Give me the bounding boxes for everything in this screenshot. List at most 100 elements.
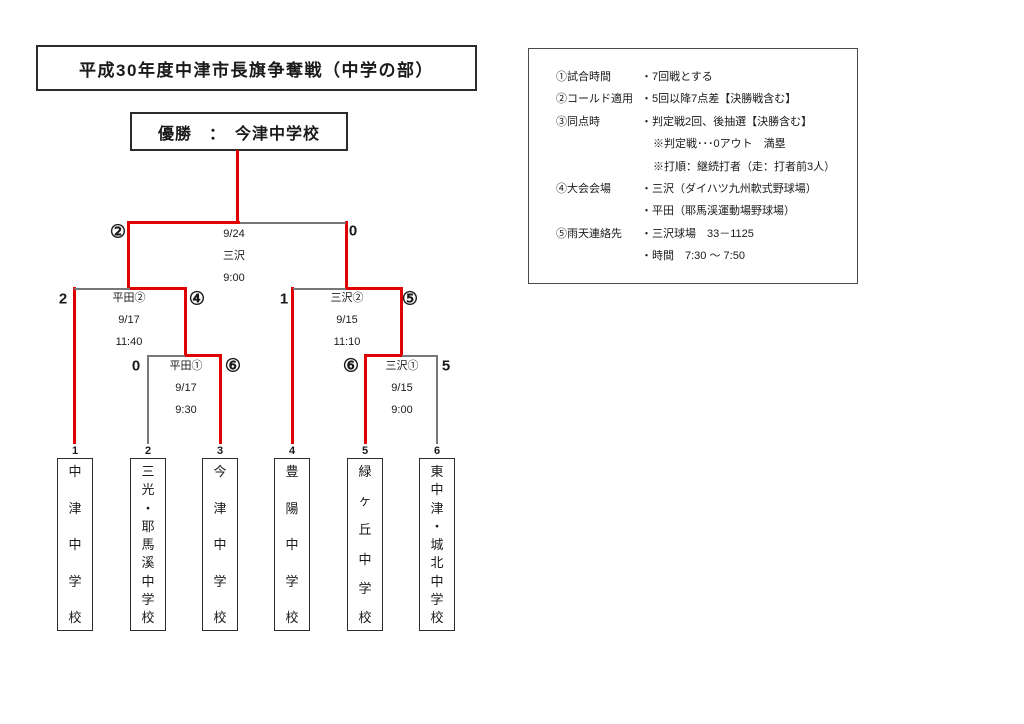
semifinal-right-info: 三沢② 9/15 11:10 — [331, 292, 364, 358]
team-name-char: 光 — [141, 482, 155, 498]
bracket-line-gray — [147, 355, 185, 357]
info-row-tiebreak-note1: ※判定戦･･･0アウト 満塁 — [556, 135, 857, 157]
team-name-char: 校 — [285, 610, 299, 625]
round1-right-left-score: ⑥ — [342, 355, 360, 376]
round1-left-date: 9/17 — [175, 382, 197, 394]
team-name-char: 城 — [430, 537, 444, 552]
team-name-char: 中 — [141, 573, 155, 589]
bracket-line-red — [400, 287, 403, 357]
bracket-line-gray — [436, 355, 438, 444]
bracket-line-red — [236, 150, 239, 223]
team-name-char: 津 — [68, 500, 82, 516]
info-label: ⑤雨天連絡先 — [556, 227, 622, 240]
final-time: 9:00 — [223, 272, 245, 284]
bracket-line-gray — [240, 222, 346, 224]
round1-right-venue-label: 三沢① — [385, 360, 419, 372]
semifinal-right-venue-label: 三沢② — [330, 292, 364, 304]
team-name-char: 校 — [213, 610, 227, 625]
semifinal-left-info: 平田② 9/17 11:40 — [113, 292, 146, 358]
final-right-score: 0 — [348, 222, 358, 240]
info-row-tiebreak: ③同点時 ・判定戦2回、後抽選【決勝含む】 — [556, 113, 857, 135]
info-text: ・平田（耶馬渓運動場野球場） — [641, 205, 795, 218]
team-name-char: 校 — [430, 610, 444, 625]
info-row-venues: ④大会会場 ・三沢（ダイハツ九州軟式野球場） — [556, 180, 857, 202]
team-name-char: 津 — [213, 500, 227, 516]
bracket-line-gray — [74, 288, 130, 290]
team-name-char: 学 — [430, 591, 444, 607]
semifinal-right-right-score: ⑤ — [401, 288, 419, 309]
team-name-char: 三 — [141, 464, 155, 479]
final-left-score: ② — [109, 221, 127, 242]
team-name-char: 耶 — [141, 518, 155, 534]
team-name-char: 中 — [430, 482, 444, 498]
round1-right-info: 三沢① 9/15 9:00 — [386, 360, 419, 426]
bracket-line-gray — [402, 355, 438, 357]
info-label: ②コールド適用 — [556, 93, 633, 106]
team-name-char: 緑 — [358, 464, 372, 479]
round1-left-venue-label: 平田① — [169, 360, 203, 372]
team-box-higashinakatsu-johoku: 東中津・城北中学校 — [419, 458, 455, 631]
round1-right-right-score: 5 — [441, 357, 451, 375]
semifinal-right-date: 9/15 — [336, 314, 358, 326]
info-label: ③同点時 — [556, 115, 600, 128]
team-name-char: 今 — [213, 464, 227, 479]
team-name-char: ヶ — [358, 493, 372, 509]
round1-right-time: 9:00 — [391, 404, 413, 416]
semifinal-right-time: 11:10 — [333, 336, 361, 348]
info-row-venues2: ・平田（耶馬渓運動場野球場） — [556, 202, 857, 224]
team-name-char: 溪 — [141, 555, 155, 571]
info-row-rain-contact: ⑤雨天連絡先 ・三沢球場 33－1125 — [556, 225, 857, 247]
team-name-char: 中 — [68, 464, 82, 479]
semifinal-right-left-score: 1 — [279, 290, 289, 308]
team-name-char: 学 — [285, 573, 299, 589]
team-box-midorigaoka: 緑ヶ丘中学校 — [347, 458, 383, 631]
team-name-char: 馬 — [141, 537, 155, 552]
info-text: ・7回戦とする — [641, 71, 713, 83]
bracket-line-gray — [147, 355, 149, 444]
team-name-char: 校 — [358, 609, 372, 625]
semifinal-left-date: 9/17 — [118, 314, 140, 326]
team-box-sanko-yabakei: 三光・耶馬溪中学校 — [130, 458, 166, 631]
team-name-char: 豊 — [285, 464, 299, 479]
team-name-char: ・ — [430, 518, 444, 534]
seed-number-4: 4 — [288, 445, 296, 457]
bracket-line-red — [184, 354, 222, 357]
round1-right-date: 9/15 — [391, 382, 413, 394]
semifinal-left-time: 11:40 — [115, 336, 143, 348]
semifinal-left-left-score: 2 — [58, 290, 68, 308]
semifinal-left-right-score: ④ — [188, 288, 206, 309]
final-match-info: 9/24 三沢 9:00 — [223, 228, 245, 294]
info-text: ・時間 7:30 ～ 7:50 — [641, 250, 745, 263]
info-text: ※打順：継続打者（走：打者前3人） — [653, 160, 836, 173]
seed-number-1: 1 — [71, 445, 79, 457]
info-label: ④大会会場 — [556, 182, 611, 195]
seed-number-3: 3 — [216, 445, 224, 457]
info-row-rain-time: ・時間 7:30 ～ 7:50 — [556, 247, 857, 269]
team-name-char: 中 — [68, 537, 82, 552]
team-name-char: 中 — [430, 573, 444, 589]
bracket-line-red — [364, 354, 403, 357]
semifinal-left-venue-label: 平田② — [112, 292, 146, 304]
round1-left-left-score: 0 — [131, 357, 141, 375]
info-text: ・判定戦2回、後抽選【決勝含む】 — [641, 115, 813, 128]
info-label: ①試合時間 — [556, 71, 611, 83]
team-box-imazu: 今津中学校 — [202, 458, 238, 631]
bracket-line-red — [127, 221, 130, 290]
champion-box: 優勝 ： 今津中学校 — [130, 112, 348, 151]
final-venue: 三沢 — [223, 250, 245, 262]
bracket-line-red — [129, 287, 187, 290]
bracket-line-red — [345, 287, 403, 290]
round1-left-time: 9:30 — [175, 404, 197, 416]
info-row-called-game: ②コールド適用 ・5回以降7点差【決勝戦含む】 — [556, 90, 857, 112]
team-name-char: 学 — [68, 573, 82, 589]
tournament-title: 平成30年度中津市長旗争奪戦（中学の部） — [79, 60, 434, 80]
tournament-title-box: 平成30年度中津市長旗争奪戦（中学の部） — [36, 45, 477, 91]
bracket-line-red — [73, 287, 76, 444]
team-name-char: 中 — [285, 537, 299, 552]
team-name-char: 北 — [430, 555, 444, 571]
bracket-line-gray — [293, 288, 346, 290]
team-box-hoyo: 豊陽中学校 — [274, 458, 310, 631]
seed-number-6: 6 — [433, 445, 441, 457]
round1-left-info: 平田① 9/17 9:30 — [170, 360, 203, 426]
bracket-line-red — [364, 354, 367, 444]
